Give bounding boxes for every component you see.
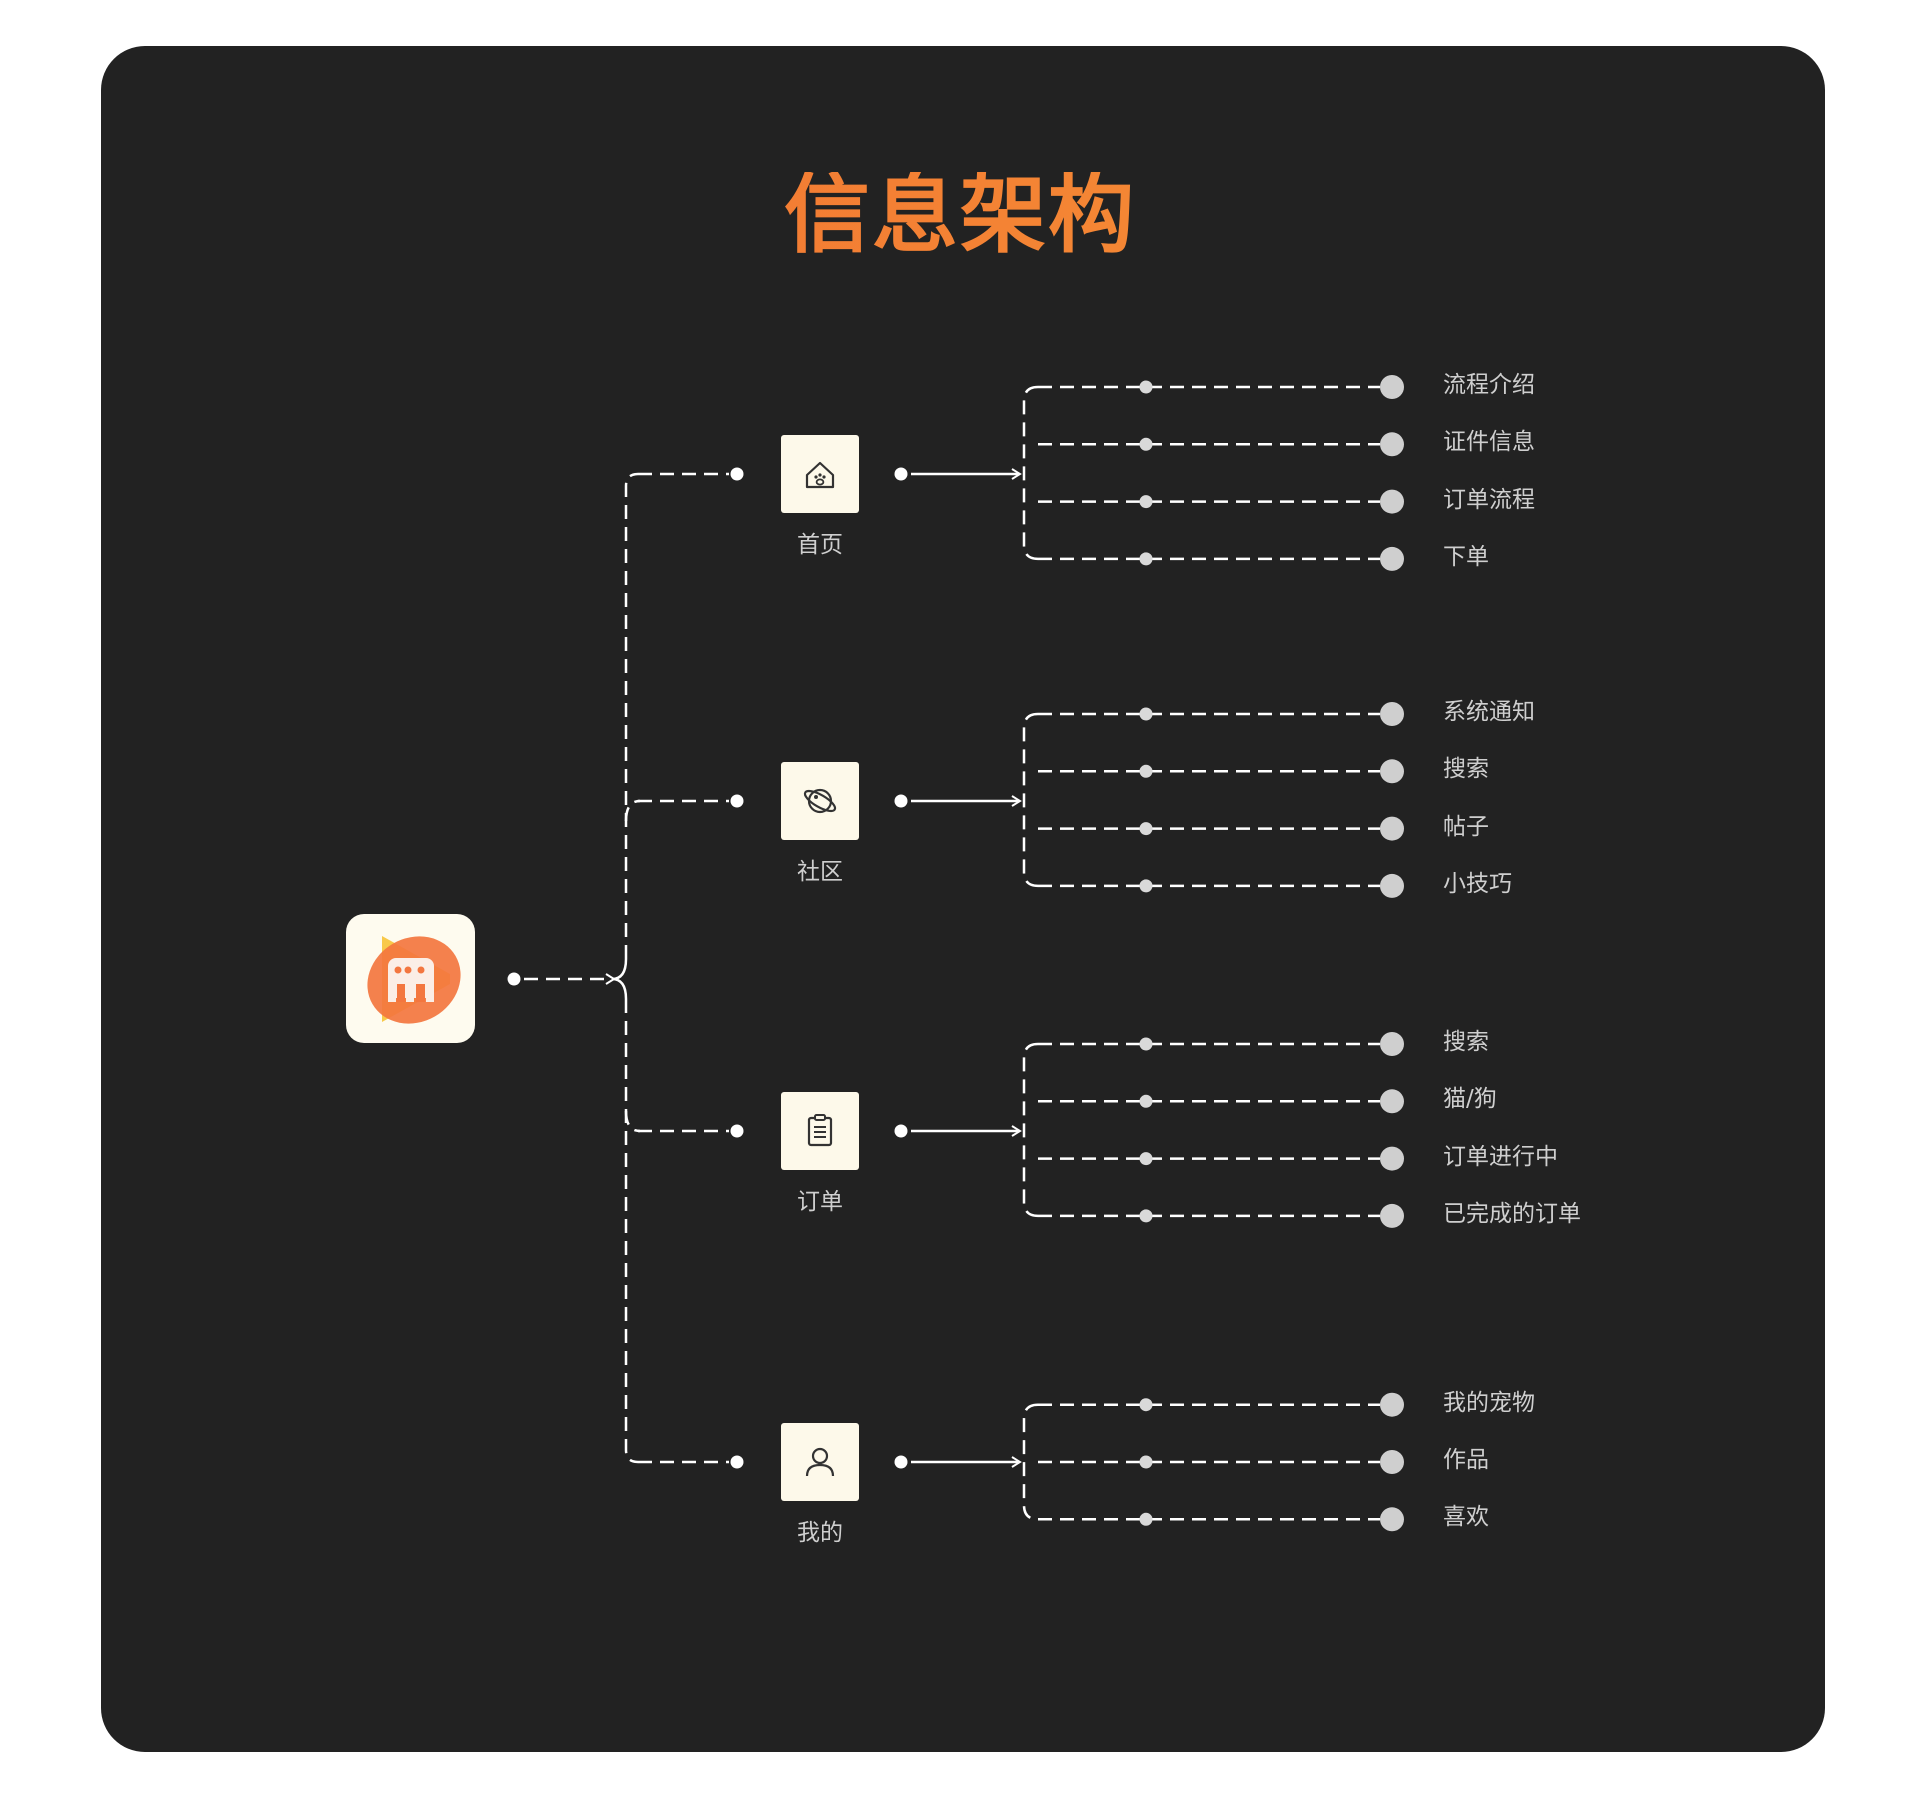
node-planet[interactable] — [781, 762, 859, 840]
branch-dot — [730, 467, 744, 481]
leaf-arrow — [1011, 468, 1022, 480]
branch-dot — [730, 1124, 744, 1138]
leaf-end-dot — [1380, 1450, 1404, 1474]
leaf-end-dot — [1380, 873, 1404, 898]
leaf-mid-dot — [1139, 1209, 1153, 1223]
leaf-label[interactable]: 流程介绍 — [1443, 372, 1535, 398]
node-out-dot — [894, 1124, 908, 1138]
app-logo-icon[interactable] — [346, 914, 475, 1043]
branch-curve — [624, 1110, 641, 1133]
node-label: 订单 — [797, 1189, 843, 1215]
leaf-label[interactable]: 订单进行中 — [1443, 1143, 1558, 1170]
leaf-mid-dot — [1139, 495, 1153, 509]
node-home-pet[interactable] — [781, 435, 859, 513]
leaf-label[interactable]: 证件信息 — [1443, 429, 1535, 456]
trunk-lower — [624, 999, 639, 1464]
leaf-mid-dot — [1139, 879, 1153, 893]
leaf-label[interactable]: 下单 — [1443, 543, 1489, 570]
leaf-label[interactable]: 系统通知 — [1443, 699, 1535, 725]
leaf-bracket — [1022, 385, 1039, 561]
leaf-end-dot — [1380, 432, 1404, 457]
trunk-upper — [624, 472, 639, 959]
leaf-mid-dot — [1139, 1512, 1153, 1526]
leaf-label[interactable]: 猫/狗 — [1443, 1086, 1497, 1113]
diagram-panel — [101, 46, 1825, 1752]
leaf-arrow — [1011, 795, 1022, 807]
leaf-label[interactable]: 搜索 — [1443, 756, 1489, 783]
leaf-mid-dot — [1139, 1398, 1153, 1412]
leaf-end-dot — [1380, 702, 1404, 726]
leaf-end-dot — [1380, 1203, 1404, 1228]
page-title: 信息架构 — [0, 172, 1920, 258]
leaf-label[interactable]: 订单流程 — [1443, 486, 1535, 513]
leaf-label[interactable]: 喜欢 — [1443, 1504, 1489, 1531]
leaf-mid-dot — [1139, 380, 1153, 394]
node-label: 首页 — [797, 532, 843, 558]
leaf-mid-dot — [1139, 1152, 1153, 1166]
leaf-bracket — [1022, 1403, 1039, 1521]
leaf-end-dot — [1380, 816, 1404, 841]
leaf-label[interactable]: 搜索 — [1443, 1029, 1489, 1055]
leaf-mid-dot — [1139, 437, 1153, 451]
leaf-mid-dot — [1139, 764, 1153, 778]
leaf-mid-dot — [1139, 1037, 1153, 1051]
leaf-end-dot — [1380, 1392, 1404, 1417]
leaf-mid-dot — [1139, 1455, 1153, 1469]
branch-dot — [730, 794, 744, 808]
leaf-end-dot — [1380, 1032, 1404, 1056]
leaf-mid-dot — [1139, 707, 1153, 721]
node-out-dot — [894, 1455, 908, 1469]
leaf-end-dot — [1380, 375, 1404, 399]
leaf-bracket — [1022, 712, 1039, 888]
node-label: 我的 — [797, 1520, 843, 1546]
leaf-label[interactable]: 帖子 — [1443, 813, 1489, 840]
leaf-end-dot — [1380, 1507, 1404, 1532]
leaf-label[interactable]: 作品 — [1443, 1447, 1489, 1473]
branch-dot — [730, 1455, 744, 1469]
leaf-end-dot — [1380, 759, 1404, 784]
leaf-end-dot — [1380, 546, 1404, 571]
root-dot — [507, 972, 521, 986]
trunk-join — [611, 958, 628, 1000]
node-out-dot — [894, 794, 908, 808]
leaf-mid-dot — [1139, 1094, 1153, 1108]
leaf-label[interactable]: 小技巧 — [1443, 870, 1512, 897]
node-out-dot — [894, 467, 908, 481]
leaf-mid-dot — [1139, 552, 1153, 566]
leaf-end-dot — [1380, 489, 1404, 514]
leaf-arrow — [1011, 1456, 1022, 1468]
branch-curve — [624, 799, 641, 822]
leaf-label[interactable]: 已完成的订单 — [1443, 1200, 1581, 1227]
leaf-end-dot — [1380, 1146, 1404, 1171]
node-user[interactable] — [781, 1423, 859, 1501]
node-clipboard-list[interactable] — [781, 1092, 859, 1170]
leaf-end-dot — [1380, 1089, 1404, 1114]
node-label: 社区 — [797, 859, 843, 885]
leaf-mid-dot — [1139, 822, 1153, 836]
leaf-bracket — [1022, 1042, 1039, 1218]
leaf-label[interactable]: 我的宠物 — [1443, 1389, 1535, 1416]
leaf-arrow — [1011, 1125, 1022, 1137]
